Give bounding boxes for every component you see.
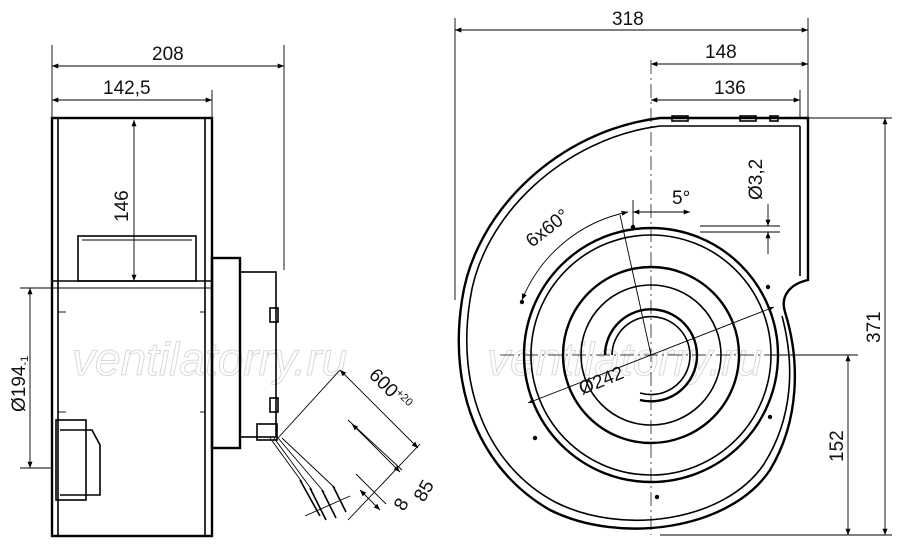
- dim-318: 318: [612, 9, 644, 30]
- front-view: [457, 60, 810, 535]
- cable-bundle: [269, 437, 336, 493]
- watermark-left: ventilatorry.ru: [72, 333, 347, 385]
- dim-8: 8: [390, 495, 413, 515]
- scroll-housing: [457, 116, 810, 530]
- side-outlet: [77, 235, 197, 282]
- dim-371: 371: [864, 311, 885, 343]
- dim-angle-5: 5°: [672, 188, 690, 209]
- side-view: [50, 116, 351, 538]
- dim-152: 152: [827, 430, 848, 462]
- dim-142-5: 142,5: [103, 78, 151, 99]
- dim-diameter-194: Ø194-1: [9, 356, 31, 412]
- side-housing: [50, 116, 214, 538]
- dim-6x60: 6x60°: [522, 205, 573, 252]
- dim-208: 208: [152, 44, 184, 65]
- dim-hole-3-2: Ø3,2: [746, 159, 767, 200]
- dim-136: 136: [714, 78, 746, 99]
- dim-85: 85: [410, 477, 439, 506]
- dim-148: 148: [705, 42, 737, 63]
- dim-146: 146: [112, 190, 133, 222]
- front-dimensions: 318 148 136 Ø3,2 5° 6x60° Ø242 371 152: [454, 9, 892, 536]
- dim-600: 600+20: [364, 365, 414, 415]
